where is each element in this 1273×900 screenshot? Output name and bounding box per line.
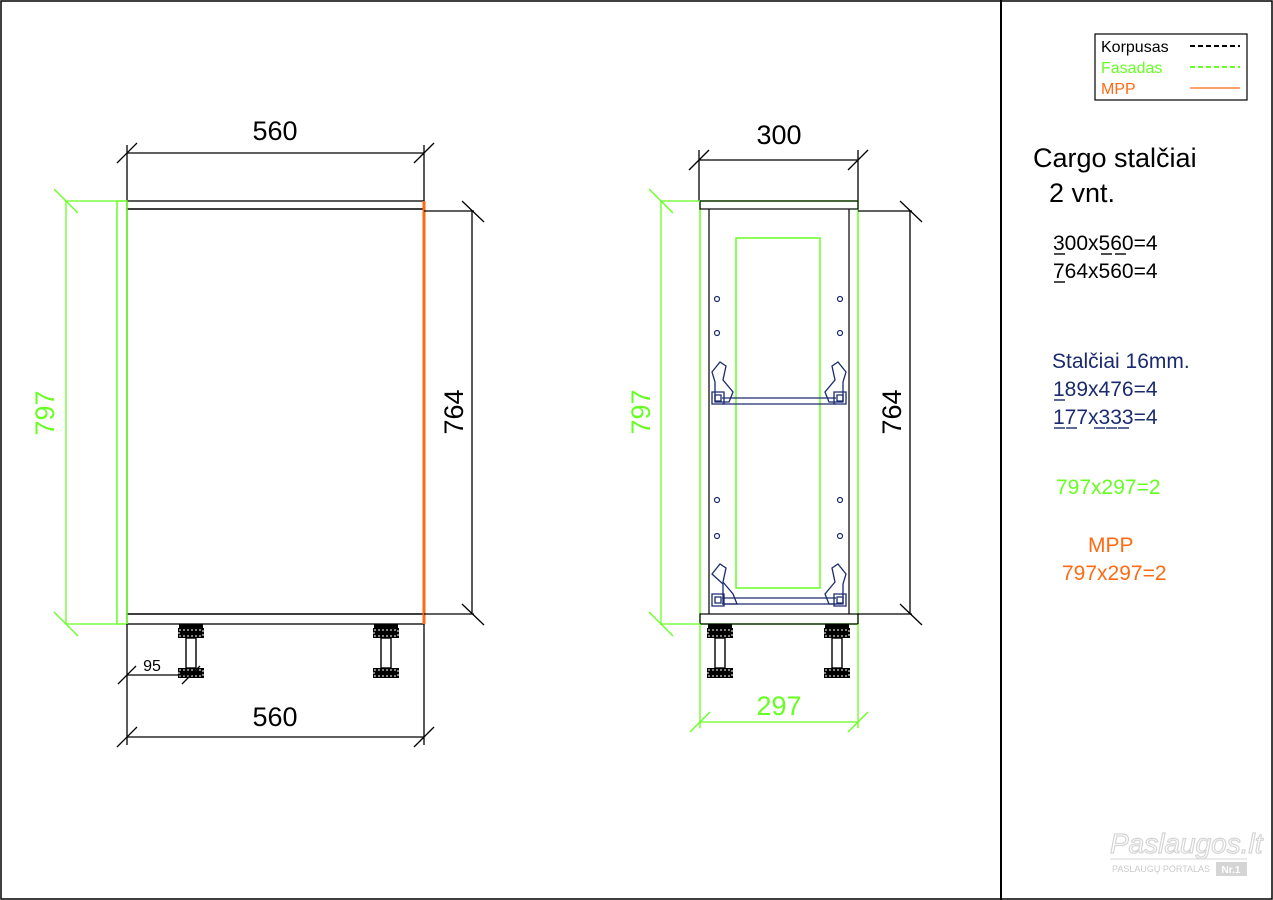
side-leg-back [372, 623, 400, 679]
side-dim-bottom-label: 560 [252, 702, 297, 732]
notes-title: Cargo stalčiai [1033, 143, 1197, 173]
side-view: 560 797 764 95 [30, 116, 485, 748]
stalciai-part-2: 177x333=4 [1053, 406, 1158, 429]
front-inner-frame [735, 237, 821, 589]
stalciai-part-1: 189x476=4 [1053, 378, 1158, 401]
watermark-badge: Nr.1 [1222, 865, 1241, 876]
korpusas-part-1: 300x560=4 [1053, 232, 1158, 255]
legend-box [1094, 33, 1248, 101]
notes-quantity: 2 vnt. [1049, 178, 1115, 208]
mpp-part: 797x297=2 [1062, 562, 1167, 585]
mpp-title: MPP [1088, 534, 1134, 557]
korpusas-part-2: 764x560=4 [1053, 260, 1158, 283]
stalciai-edge-marks [1054, 399, 1129, 429]
side-front-panel [116, 200, 128, 625]
side-dim-top-label: 560 [252, 116, 297, 146]
front-drawer-runners [711, 361, 847, 607]
stalciai-title: Stalčiai 16mm. [1052, 350, 1190, 373]
watermark: Paslaugos.lt PASLAUGŲ PORTALAS Nr.1 [1109, 827, 1264, 876]
side-dim-right-label: 764 [439, 389, 469, 434]
watermark-subtitle: PASLAUGŲ PORTALAS [1112, 864, 1210, 874]
front-system-holes [713, 295, 844, 540]
front-dim-right-label: 764 [877, 389, 907, 434]
side-leg-front [177, 623, 205, 679]
front-dim-left-label: 797 [626, 389, 656, 434]
legend: Korpusas Fasadas MPP [1094, 33, 1248, 101]
front-leg-left [706, 623, 734, 679]
watermark-badge-bg [1216, 862, 1247, 876]
legend-label-fasadas: Fasadas [1101, 60, 1162, 77]
front-leg-right [823, 623, 851, 679]
side-worktop [126, 200, 425, 210]
side-carcass [126, 208, 425, 615]
legend-label-mpp: MPP [1101, 81, 1136, 98]
front-view: 300 [626, 120, 923, 733]
watermark-brand: Paslaugos.lt [1110, 828, 1264, 859]
fasadas-part: 797x297=2 [1056, 476, 1161, 499]
front-base [699, 613, 859, 625]
legend-label-korpusas: Korpusas [1101, 39, 1169, 56]
notes-panel: Cargo stalčiai 2 vnt. 300x560=4 764x560=… [1033, 143, 1197, 585]
front-dim-bottom-label: 297 [756, 691, 801, 721]
front-worktop [699, 200, 859, 210]
front-dim-top-label: 300 [756, 120, 801, 150]
front-panel [699, 200, 859, 625]
side-dim-leg-label: 95 [143, 658, 161, 675]
side-base [126, 613, 425, 625]
side-dim-left-label: 797 [30, 390, 60, 435]
korpusas-edge-marks [1054, 253, 1126, 283]
